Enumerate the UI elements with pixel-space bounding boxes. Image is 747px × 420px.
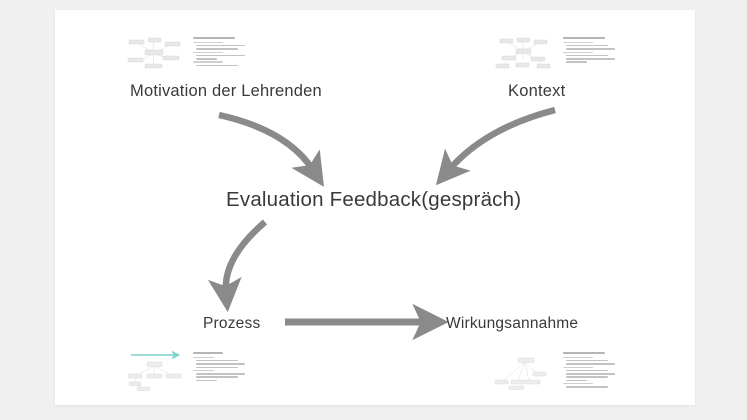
thumbnail-text-lines	[563, 350, 615, 390]
slide-canvas: Motivation der Lehrenden Kontext Evaluat…	[55, 10, 695, 405]
nodemap-thumbnail-icon	[493, 35, 555, 71]
node-label-kontext[interactable]: Kontext	[508, 82, 566, 100]
edge-kontext-to-evaluation	[435, 106, 556, 186]
thumbnail-top-left[interactable]	[123, 35, 245, 71]
mindmap-thumbnail-icon	[123, 35, 185, 71]
thumbnail-bottom-left[interactable]	[123, 350, 245, 391]
thumbnail-text-lines	[563, 35, 615, 65]
node-label-motivation[interactable]: Motivation der Lehrenden	[130, 82, 322, 100]
node-label-wirkungsannahme[interactable]: Wirkungsannahme	[446, 315, 579, 332]
edge-evaluation-to-prozess	[207, 219, 268, 313]
tree-thumbnail-icon	[493, 350, 555, 390]
edge-motivation-to-evaluation	[218, 111, 324, 187]
thumbnail-top-right[interactable]	[493, 35, 615, 71]
tree-thumbnail-icon	[123, 350, 185, 391]
thumbnail-text-lines	[193, 35, 245, 68]
node-label-prozess[interactable]: Prozess	[203, 315, 261, 332]
thumbnail-bottom-right[interactable]	[493, 350, 615, 390]
node-label-evaluation-feedbackgespraech[interactable]: Evaluation Feedback(gespräch)	[226, 188, 522, 211]
thumbnail-text-lines	[193, 350, 245, 383]
